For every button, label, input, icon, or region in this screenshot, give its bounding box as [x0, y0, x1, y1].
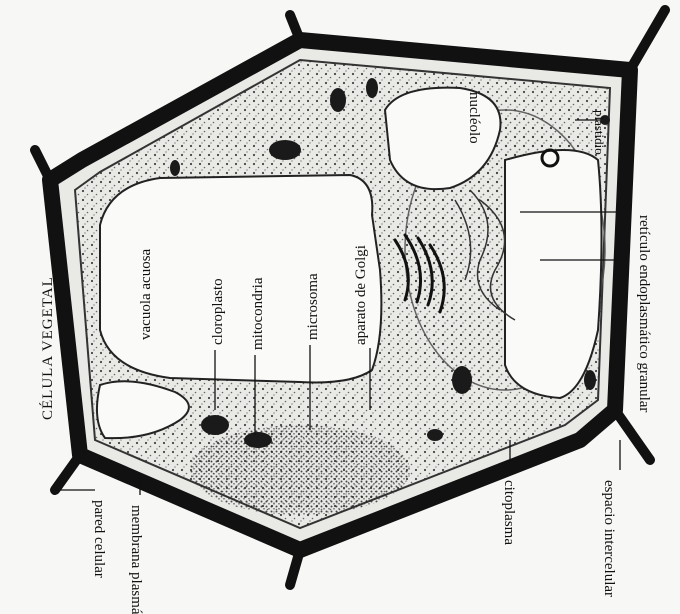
- mitochondrion: [330, 88, 346, 112]
- mitochondrion: [366, 78, 378, 98]
- reticulum-region: [505, 150, 602, 398]
- label-cloroplasto: cloroplasto: [210, 278, 226, 345]
- label-golgi: aparato de Golgi: [353, 245, 369, 345]
- mitochondrion: [427, 429, 443, 441]
- diagram-title: CÉLULA VEGETAL: [39, 276, 56, 420]
- mitochondrion: [244, 432, 272, 448]
- label-vacuola: vacuola acuosa: [138, 248, 154, 340]
- label-membrana: membrana plasmática: [128, 505, 144, 614]
- chloroplast: [201, 415, 229, 435]
- label-espacio: espacio intercelular: [601, 480, 617, 597]
- mitochondrion: [170, 160, 180, 176]
- label-microsoma: microsoma: [305, 273, 321, 340]
- label-nucleolo: nucléolo: [466, 92, 482, 144]
- mitochondrion: [584, 370, 596, 390]
- mitochondrion: [452, 366, 472, 394]
- label-reticulo: retículo endoplasmático granular: [636, 215, 652, 412]
- chloroplast: [269, 140, 301, 160]
- dense-cytoplasm: [190, 425, 410, 515]
- label-mitocondria: mitocondria: [250, 277, 266, 350]
- label-citoplasma: citoplasma: [501, 480, 517, 545]
- label-pared: pared celular: [91, 500, 107, 578]
- label-plastidio: plastidio: [592, 110, 607, 155]
